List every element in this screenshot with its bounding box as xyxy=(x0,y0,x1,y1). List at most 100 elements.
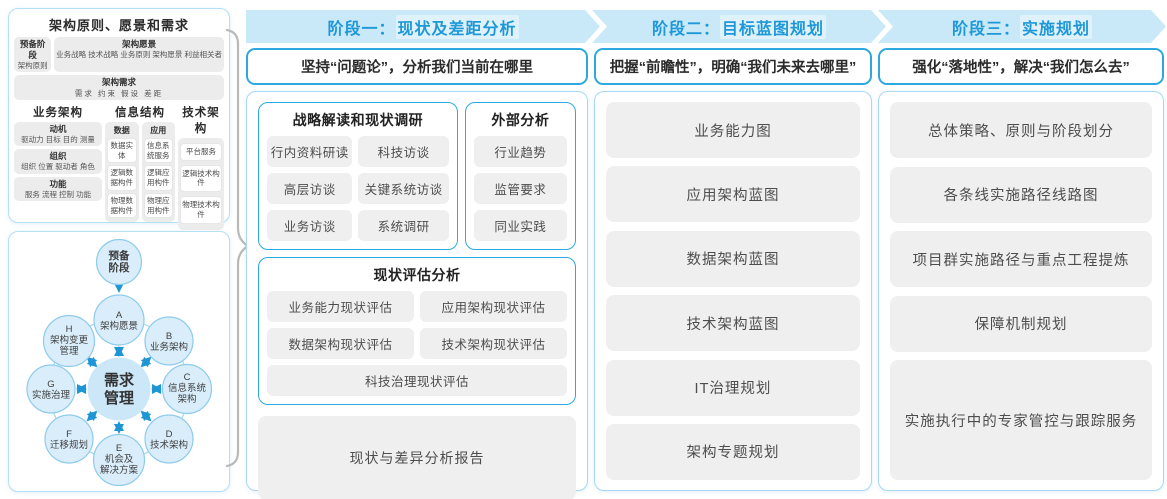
phase3-deliverable: 项目群实施路径与重点工程提炼 xyxy=(890,231,1152,287)
phase3-subtitle: 强化“落地性”，解决“我们怎么去” xyxy=(878,48,1164,85)
tech-item: 逻辑技术构件 xyxy=(180,164,222,193)
node-f-migration-planning: F 迁移规划 xyxy=(44,414,94,464)
function-title: 功能 xyxy=(49,178,67,189)
motivation-title: 动机 xyxy=(49,123,67,134)
svg-text:解决方案: 解决方案 xyxy=(100,464,139,476)
phase2-header-highlight: 目标蓝图规划 xyxy=(720,15,826,39)
vision-title: 架构愿景 xyxy=(122,39,157,49)
research-item: 行内资料研读 xyxy=(267,136,353,167)
assessment-item: 技术架构现状评估 xyxy=(420,328,567,359)
phase3-deliverable: 各条线实施路径线路图 xyxy=(890,166,1152,223)
phase1-container: 战略解读和现状调研 行内资料研读 科技访谈 高层访谈 关键系统访谈 业务访谈 系… xyxy=(246,91,588,499)
svg-text:技术架构: 技术架构 xyxy=(150,439,188,451)
phase3-header-prefix: 阶段三： xyxy=(951,20,1020,38)
assessment-group: 现状评估分析 业务能力现状评估 应用架构现状评估 数据架构现状评估 技术架构现状… xyxy=(258,257,576,405)
architecture-content-panel: 架构原则、愿景和需求 预备阶段 架构原则 架构愿景 业务战略 技术战略 业务原则… xyxy=(8,8,230,270)
svg-text:架构变更: 架构变更 xyxy=(50,334,89,346)
node-b-business-architecture: B 业务架构 xyxy=(144,316,194,366)
data-item: 数据实体 xyxy=(107,137,137,164)
phase1-subtitle: 坚持“问题论”，分析我们当前在哪里 xyxy=(246,48,588,85)
requirement-sub: 需求 约束 假设 差距 xyxy=(74,88,164,98)
organization-box: 组织 组织 位置 驱动者 角色 xyxy=(14,149,102,174)
center-northwest-arrow xyxy=(86,356,98,368)
center-southeast-arrow xyxy=(140,410,152,422)
technology-architecture-column: 技术架构 平台服务 逻辑技术构件 物理技术构件 xyxy=(178,104,224,230)
svg-text:架构: 架构 xyxy=(177,393,196,405)
svg-text:阶段: 阶段 xyxy=(109,261,130,274)
svg-text:机会及: 机会及 xyxy=(105,453,134,465)
phase2-header-prefix: 阶段二： xyxy=(651,20,720,38)
research-item: 系统调研 xyxy=(358,210,449,241)
cycle-arrows xyxy=(76,283,162,434)
node-g-implementation-governance: G 实施治理 xyxy=(26,364,76,414)
tech-column-title: 技术架构 xyxy=(182,106,220,135)
app-item: 信息系统服务 xyxy=(143,137,173,164)
strategy-research-group: 战略解读和现状调研 行内资料研读 科技访谈 高层访谈 关键系统访谈 业务访谈 系… xyxy=(258,102,458,250)
function-sub: 服务 流程 控制 功能 xyxy=(24,189,92,199)
research-item: 科技访谈 xyxy=(358,136,449,167)
data-group: 数据 数据实体 逻辑数据构件 物理数据构件 xyxy=(105,121,139,223)
organization-sub: 组织 位置 驱动者 角色 xyxy=(21,162,95,172)
node-h-architecture-change-management: H 架构变更 管理 xyxy=(42,314,96,368)
center-northeast-arrow xyxy=(140,356,152,368)
info-column-title: 信息结构 xyxy=(115,106,165,119)
external-item: 同业实践 xyxy=(473,210,567,241)
external-item: 监管要求 xyxy=(473,173,567,204)
app-group: 应用 信息系统服务 逻辑应用构件 物理应用构件 xyxy=(141,121,175,223)
phase1-header-prefix: 阶段一： xyxy=(327,20,396,38)
assessment-item-wide: 科技治理现状评估 xyxy=(267,365,567,396)
phase3-header-highlight: 实施规划 xyxy=(1020,15,1092,39)
svg-text:H: H xyxy=(66,324,73,335)
assessment-item: 业务能力现状评估 xyxy=(267,291,414,322)
svg-text:D: D xyxy=(166,429,173,440)
panel-title: 架构原则、愿景和需求 xyxy=(48,18,189,33)
phase3-deliverable: 保障机制规划 xyxy=(890,295,1152,352)
requirement-title: 架构需求 xyxy=(101,77,136,88)
svg-text:E: E xyxy=(116,443,122,454)
assessment-item: 数据架构现状评估 xyxy=(267,328,414,359)
node-d-technology-architecture: D 技术架构 xyxy=(144,414,194,464)
phase2-subtitle: 把握“前瞻性”，明确“我们未来去哪里” xyxy=(594,48,872,85)
information-structure-column: 信息结构 数据 数据实体 逻辑数据构件 物理数据构件 应用 信息系统服务 逻辑应… xyxy=(105,104,175,230)
tech-item: 物理技术构件 xyxy=(180,196,222,224)
phase1-header-chevron: 阶段一：现状及差距分析 xyxy=(246,10,600,43)
phase1-header-highlight: 现状及差距分析 xyxy=(396,15,519,39)
svg-text:F: F xyxy=(66,429,72,440)
phase2-deliverable: 技术架构蓝图 xyxy=(606,295,860,352)
function-box: 功能 服务 流程 控制 功能 xyxy=(14,176,102,202)
phase2-deliverable: 应用架构蓝图 xyxy=(606,166,860,223)
research-item: 高层访谈 xyxy=(267,173,353,204)
assessment-title: 现状评估分析 xyxy=(373,267,461,283)
center-requirements-management-node: 需求 管理 xyxy=(87,357,151,421)
motivation-box: 动机 驱动力 目标 目的 测量 xyxy=(14,121,102,147)
svg-text:管理: 管理 xyxy=(104,389,134,407)
svg-text:信息系统: 信息系统 xyxy=(168,382,207,394)
vision-box: 架构愿景 业务战略 技术战略 业务原则 架构愿景 利益相关者 xyxy=(54,37,224,73)
node-a-architecture-vision: A 架构愿景 xyxy=(93,294,145,346)
svg-text:预备: 预备 xyxy=(109,249,130,262)
phase2-deliverable: 数据架构蓝图 xyxy=(606,230,860,287)
prep-sub: 架构原则 xyxy=(17,61,48,71)
phase2-deliverable: 架构专题规划 xyxy=(606,423,860,480)
svg-text:迁移规划: 迁移规划 xyxy=(50,439,88,451)
adm-cycle-diagram: 预备 阶段 A 架构愿景 B 业务架构 C 信息系统 架构 xyxy=(26,238,213,487)
external-analysis-group: 外部分析 行业趋势 监管要求 同业实践 xyxy=(464,102,576,250)
svg-text:A: A xyxy=(116,310,123,321)
tech-group: 平台服务 逻辑技术构件 物理技术构件 xyxy=(178,137,224,230)
phase2-deliverable: 业务能力图 xyxy=(606,102,860,158)
vision-sub: 业务战略 技术战略 业务原则 架构愿景 利益相关者 xyxy=(56,50,222,60)
research-item: 关键系统访谈 xyxy=(358,173,449,204)
center-southwest-arrow xyxy=(86,410,98,422)
phase2-container: 业务能力图 应用架构蓝图 数据架构蓝图 技术架构蓝图 IT治理规划 架构专题规划 xyxy=(594,91,872,491)
app-group-title: 应用 xyxy=(150,125,167,135)
app-item: 物理应用构件 xyxy=(143,192,173,219)
phase3-deliverable-tall: 实施执行中的专家管控与跟踪服务 xyxy=(890,360,1152,480)
svg-text:架构愿景: 架构愿景 xyxy=(100,320,138,332)
svg-text:需求: 需求 xyxy=(104,371,135,389)
prep-title: 预备阶段 xyxy=(19,39,46,61)
node-c-information-system-architecture: C 信息系统 架构 xyxy=(161,363,213,415)
research-item: 业务访谈 xyxy=(267,210,353,241)
requirement-box: 架构需求 需求 约束 假设 差距 xyxy=(14,75,224,100)
tech-item: 平台服务 xyxy=(180,142,222,161)
